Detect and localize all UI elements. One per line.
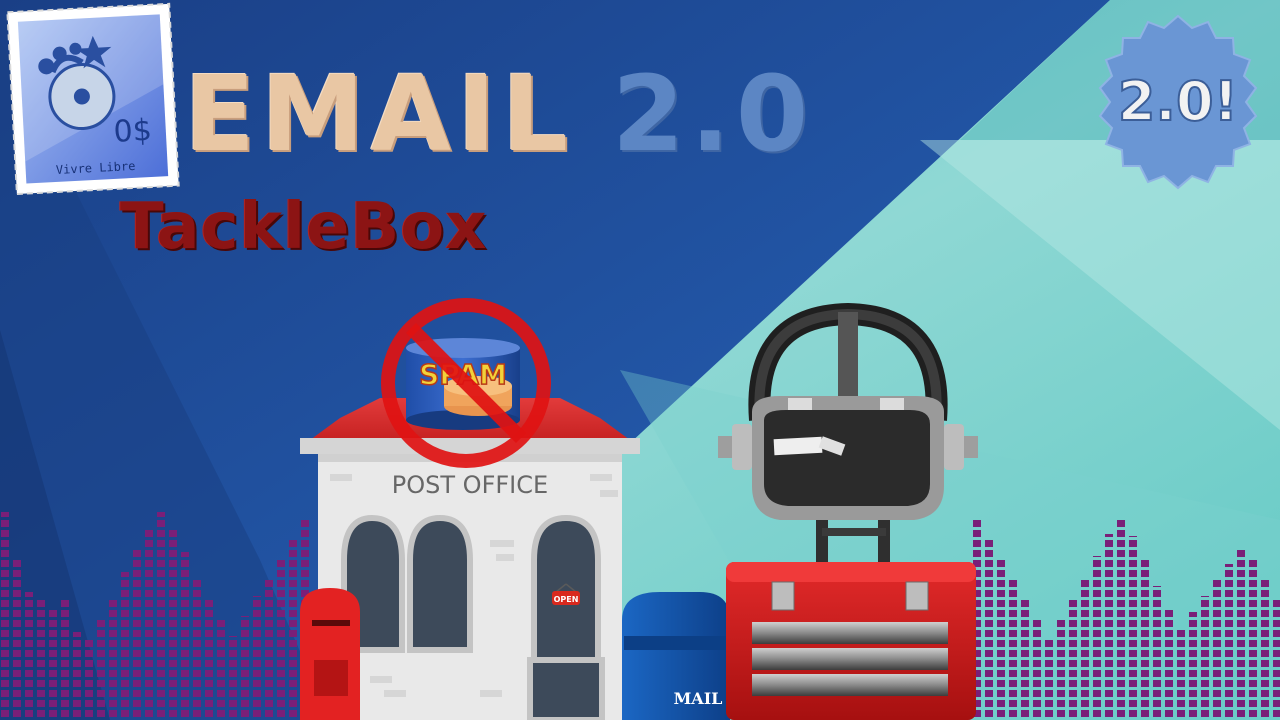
toolbox-icon [726,520,976,720]
stamp-caption: Vivre Libre [56,159,136,177]
open-sign: OPEN [552,583,580,605]
mailbox-label: MAIL [674,689,723,708]
post-office-icon: POST OFFICE OPEN [300,398,640,720]
post-box-icon [300,588,360,720]
equalizer-right [970,518,1280,720]
svg-text:OPEN: OPEN [554,595,579,604]
stamp-icon: 0$ Vivre Libre [6,2,180,196]
equalizer-left [0,512,312,720]
mailbox-icon: MAIL [622,592,730,720]
title-version: 2.0 [612,53,815,175]
stamp-value: 0$ [113,113,153,150]
version-badge: 2.0! [1098,14,1258,190]
title-word: EMAIL [184,53,574,175]
vr-headset-icon [718,302,978,520]
subtitle: TackleBox [120,190,488,264]
post-office-sign: POST OFFICE [392,471,548,499]
no-spam-icon: SPAM [381,298,551,468]
badge-text: 2.0! [1118,70,1238,133]
